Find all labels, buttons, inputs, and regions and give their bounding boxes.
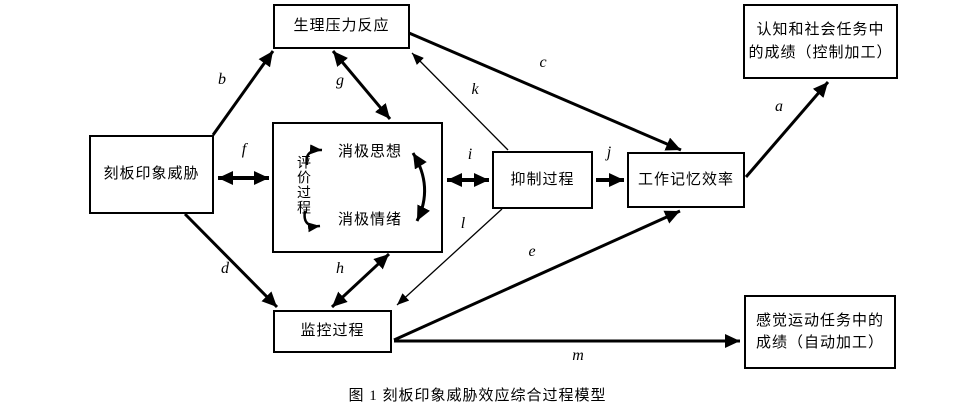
node-cognitive-social-performance: 认知和社会任务中 的成绩（控制加工） [743,4,898,79]
arrow-a [744,81,830,178]
node-sensorimotor-performance-line1: 感觉运动任务中的 [755,312,884,329]
arrow-label-d: d [221,260,229,277]
arrow-label-h: h [336,260,344,277]
arrow-label-f: f [241,141,247,158]
node-working-memory-efficiency-label: 工作记忆效率 [637,171,734,188]
arrow-b [211,50,275,136]
arrow-label-e: e [528,243,536,260]
node-physiological-stress: 生理压力反应 [273,4,410,49]
node-appraisal-process-label: 评价过程 [295,155,310,215]
arrow-label-l: l [460,215,466,232]
arrow-label-g: g [336,72,344,89]
arrow-label-j: j [606,144,612,161]
node-cognitive-social-performance-line2: 的成绩（控制加工） [748,44,893,61]
node-negative-emotions-label: 消极情绪 [338,212,403,228]
arrow-label-k: k [471,81,479,98]
figure-caption: 图 1 刻板印象威胁效应综合过程模型 [348,388,607,404]
node-working-memory-efficiency: 工作记忆效率 [627,152,745,208]
node-sensorimotor-performance-line2: 成绩（自动加工） [755,335,884,351]
node-monitoring-process: 监控过程 [273,310,392,353]
node-inhibition-process: 抑制过程 [492,151,593,209]
node-stereotype-threat-label: 刻板印象威胁 [103,166,200,183]
node-appraisal-process: 评价过程 消极思想 消极情绪 [272,122,443,253]
arrow-c [408,31,682,152]
arrow-label-b: b [218,71,226,88]
arrow-label-i: i [467,146,473,163]
node-physiological-stress-label: 生理压力反应 [293,18,390,35]
arrow-label-c: c [539,54,547,71]
node-sensorimotor-performance: 感觉运动任务中的 成绩（自动加工） [744,295,896,369]
node-inhibition-process-label: 抑制过程 [510,171,575,188]
node-stereotype-threat: 刻板印象威胁 [89,135,214,214]
arrow-label-m: m [572,347,584,364]
node-cognitive-social-performance-line1: 认知和社会任务中 [756,22,885,38]
node-monitoring-process-label: 监控过程 [300,323,365,340]
arrow-label-a: a [775,98,783,115]
arrow-d [183,212,279,309]
node-negative-thoughts-label: 消极思想 [338,144,403,160]
